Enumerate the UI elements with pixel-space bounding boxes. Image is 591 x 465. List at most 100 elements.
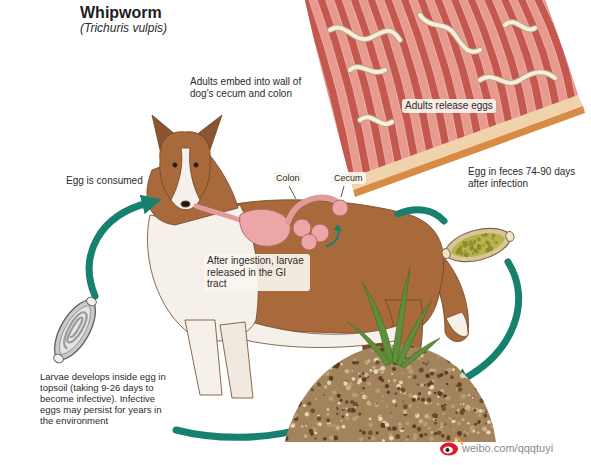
soil-grain [329, 367, 332, 370]
soil-grain [307, 373, 310, 376]
soil-grain [378, 417, 383, 422]
soil-grain [327, 408, 329, 410]
leader-line [289, 186, 296, 199]
soil-grain [329, 436, 334, 441]
dog-leg [185, 320, 222, 395]
digestive-tract [196, 186, 348, 250]
soil-grain [490, 382, 493, 385]
soil-grain [431, 402, 433, 404]
soil-grain [424, 402, 427, 405]
soil-grain [492, 361, 495, 364]
adult-worm [420, 15, 480, 52]
soil-grain [317, 374, 321, 378]
soil-grain [424, 384, 426, 386]
soil-grain [412, 424, 416, 428]
soil-grain [479, 409, 483, 413]
soil-grain [381, 400, 383, 402]
leader-line [341, 186, 344, 197]
soil-grain [316, 346, 319, 349]
soil-grain [309, 363, 312, 366]
soil-grain [443, 343, 446, 346]
soil-grain [340, 399, 343, 402]
adult-worm [330, 28, 400, 40]
soil-grain [393, 379, 396, 382]
dog-head [160, 132, 210, 210]
soil-grain [336, 412, 339, 415]
soil-grain [368, 423, 373, 428]
soil-grain [359, 375, 361, 377]
soil-grain [284, 436, 288, 440]
soil-grain [362, 387, 364, 389]
soil-grain [476, 378, 479, 381]
soil-grain [317, 416, 322, 421]
soil-grain [476, 346, 479, 349]
weibo-logo [446, 448, 450, 452]
soil-grain [454, 358, 456, 360]
soil-grain [494, 361, 498, 365]
soil-grain [374, 402, 379, 407]
soil-grain [466, 432, 470, 436]
grass [400, 338, 440, 368]
whipworm-egg [438, 221, 517, 269]
soil-grain [473, 380, 476, 383]
soil-grain [452, 360, 456, 364]
soil-grain [477, 350, 481, 354]
soil-grain [489, 384, 492, 387]
dog-nose [181, 201, 190, 207]
dog-tail [446, 312, 468, 336]
soil-grain [467, 344, 471, 348]
soil-grain [418, 423, 420, 425]
soil-grain [492, 388, 495, 391]
soil-grain [432, 349, 437, 354]
egg-granule [488, 248, 492, 252]
soil-grain [442, 413, 444, 415]
soil-grain [375, 360, 379, 364]
soil-grain [288, 363, 291, 366]
soil-grain [310, 408, 315, 413]
soil-grain [399, 381, 403, 385]
soil-grain [405, 357, 407, 359]
soil-grain [308, 364, 311, 367]
soil-grain [302, 363, 306, 367]
soil-grain [372, 366, 375, 369]
soil-grain [299, 340, 303, 344]
adult-worm [330, 15, 555, 124]
soil-grain [329, 357, 334, 362]
soil-grain [395, 434, 400, 439]
soil-grain [444, 404, 446, 406]
soil-grain [420, 383, 424, 387]
soil-grain [471, 367, 476, 372]
soil-grain [455, 348, 457, 350]
soil-grain [452, 419, 456, 423]
soil-grain [372, 373, 374, 375]
soil-grain [345, 413, 348, 416]
soil-grain [381, 370, 384, 373]
soil-grain [340, 344, 345, 349]
soil-grain [287, 397, 289, 399]
egg-granule [481, 234, 484, 237]
soil-grain [428, 427, 430, 429]
soil-grain [406, 438, 409, 441]
soil-grain [444, 371, 448, 375]
soil-grain [403, 404, 408, 409]
weibo-logo [443, 447, 453, 454]
soil-grain [345, 369, 350, 374]
adult-worm [330, 28, 400, 40]
soil-grain [493, 421, 495, 423]
soil-grain [311, 346, 313, 348]
adult-worm [480, 72, 555, 83]
soil-grain [291, 348, 295, 352]
soil-grain [399, 426, 404, 431]
soil-grain [333, 365, 336, 368]
digestive-tract [288, 197, 338, 222]
soil-grain [403, 410, 408, 415]
soil-grain [434, 432, 437, 435]
soil-grain [325, 343, 328, 346]
soil-grain [309, 347, 314, 352]
soil-grain [483, 410, 485, 412]
soil-grain [477, 431, 480, 434]
soil-grain [371, 350, 373, 352]
stage-note: Larvae develops inside egg in topsoil (t… [40, 372, 168, 427]
soil-grain [352, 393, 357, 398]
